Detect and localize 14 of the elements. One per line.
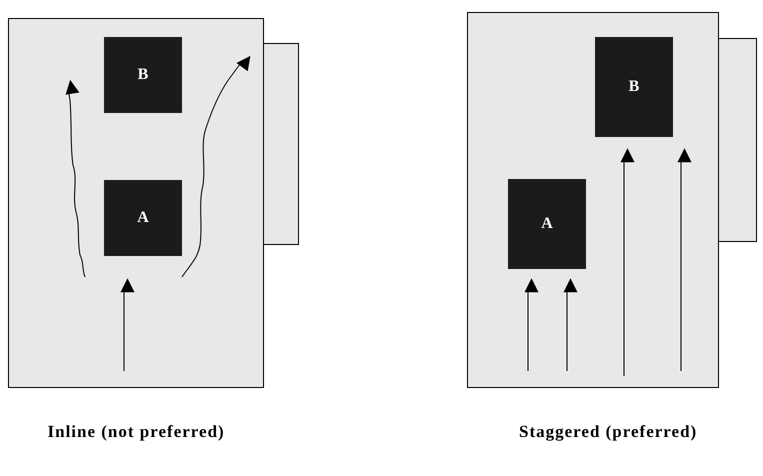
- block-label: B: [138, 66, 148, 84]
- component-block: [508, 179, 586, 269]
- block-label: A: [541, 215, 553, 233]
- edge-connector-tab: [263, 43, 299, 245]
- panel-label: Staggered (preferred): [519, 422, 698, 442]
- block-label: B: [628, 78, 640, 96]
- component-block: [104, 37, 182, 113]
- component-block: [595, 37, 673, 137]
- panel-label: Inline (not preferred): [48, 422, 225, 442]
- board-panel: [467, 12, 719, 388]
- board-panel: [8, 18, 264, 388]
- edge-connector-tab: [718, 38, 757, 242]
- component-block: [104, 180, 182, 256]
- block-label: A: [137, 209, 149, 227]
